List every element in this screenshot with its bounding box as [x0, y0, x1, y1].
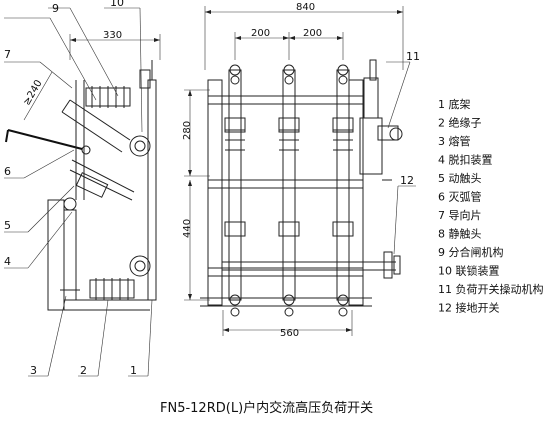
callout-4: 4 [4, 255, 11, 268]
side-view: 330 ≥240 [4, 0, 161, 377]
legend-item-5: 5 动触头 [438, 171, 482, 185]
phase-b [278, 64, 300, 317]
legend-item-1: 1 底架 [438, 97, 471, 111]
callout-7: 7 [4, 48, 11, 61]
legend-item-3: 3 熔管 [438, 134, 471, 148]
legend-item-6: 6 灭弧管 [438, 190, 482, 204]
callout-3: 3 [30, 364, 37, 377]
callout-2: 2 [80, 364, 87, 377]
side-frame-plate [147, 79, 157, 301]
callout-5: 5 [4, 219, 11, 232]
earthing-shaft [222, 251, 401, 279]
legend-item-10: 10 联锁装置 [438, 264, 500, 278]
callout-12: 12 [400, 174, 414, 187]
callout-10: 10 [110, 0, 124, 9]
upper-hub [129, 135, 151, 157]
figure-caption: FN5-12RD(L)户内交流高压负荷开关 [160, 400, 373, 416]
operating-arm [5, 129, 91, 155]
front-view: 840 200 200 280 440 560 [182, 2, 420, 339]
base-channel [47, 199, 65, 311]
dim-label-330: 330 [103, 30, 122, 41]
legend-item-7: 7 导向片 [438, 208, 482, 222]
callout-11: 11 [406, 50, 420, 63]
operating-mechanism [359, 59, 403, 181]
legend-item-12: 12 接地开关 [438, 301, 500, 315]
phase-c [332, 64, 354, 317]
dim-label-440: 440 [182, 219, 193, 238]
lower-hub [129, 255, 151, 277]
legend-item-9: 9 分合闸机构 [438, 245, 504, 259]
dim-label-840: 840 [296, 2, 315, 13]
lower-insulator [89, 278, 135, 300]
phase-a [224, 64, 246, 317]
dim-label-200b: 200 [303, 28, 322, 39]
fuse-tube [63, 209, 77, 301]
legend-item-4: 4 脱扣装置 [438, 153, 493, 167]
parts-legend: 1 底架 2 绝缘子 3 熔管 4 脱扣装置 5 动触头 6 灭弧管 7 导向片 8 静触头 9… [438, 97, 544, 315]
arc-chute-tube [61, 99, 131, 153]
front-frame-right [348, 79, 364, 306]
dim-label-200a: 200 [251, 28, 270, 39]
dim-label-240: ≥240 [21, 78, 44, 107]
callout-6: 6 [4, 165, 11, 178]
front-frame-left [207, 79, 223, 306]
callout-1: 1 [130, 364, 137, 377]
legend-item-11: 11 负荷开关操动机构 [438, 282, 544, 296]
upper-insulator [85, 86, 131, 108]
legend-item-2: 2 绝缘子 [438, 116, 482, 130]
callout-9: 9 [52, 2, 59, 15]
dim-label-280: 280 [182, 121, 193, 140]
legend-item-8: 8 静触头 [438, 227, 482, 241]
dim-label-560: 560 [280, 328, 299, 339]
